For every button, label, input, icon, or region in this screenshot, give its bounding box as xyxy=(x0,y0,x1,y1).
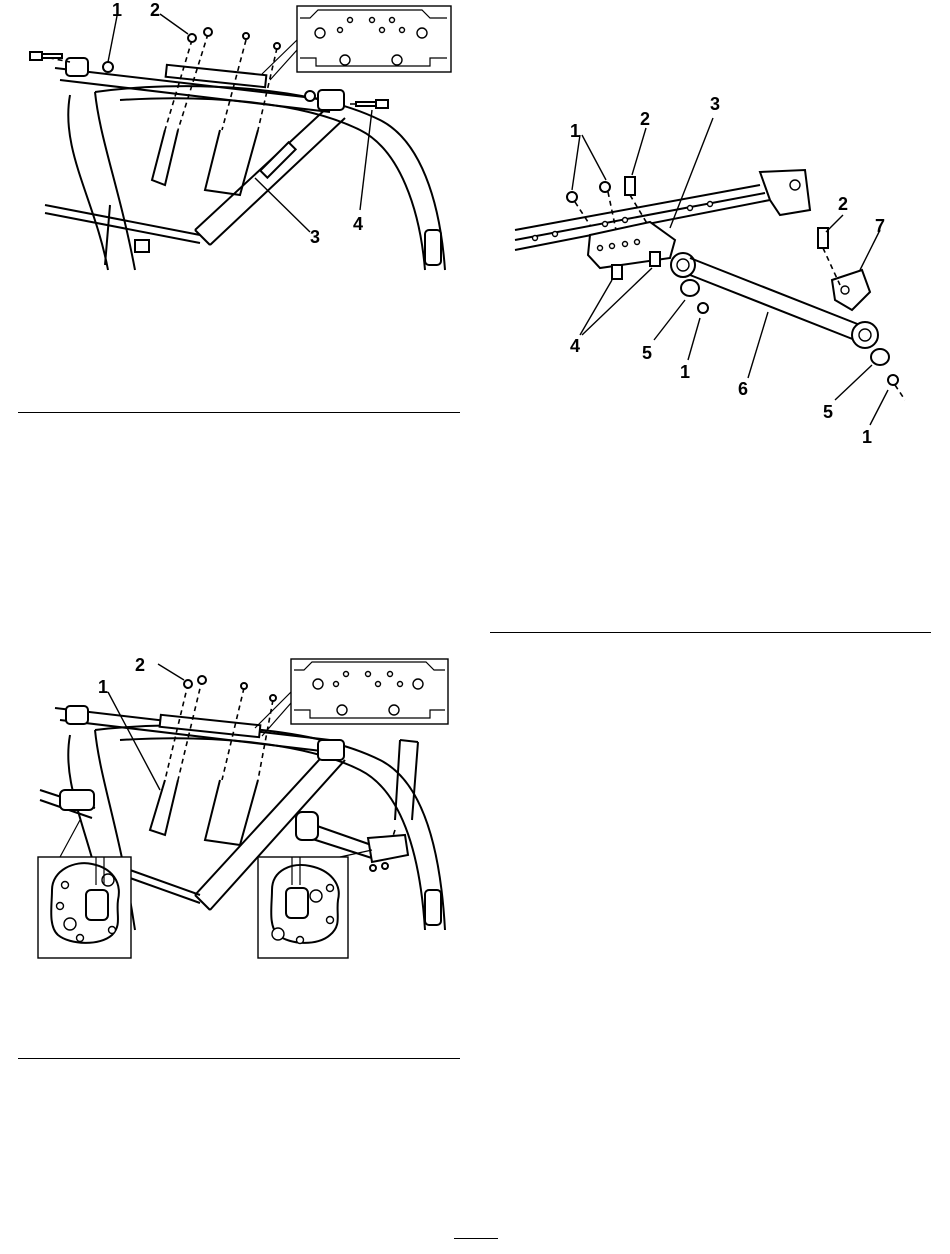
callout: 2 xyxy=(135,655,145,675)
section-divider xyxy=(18,1058,460,1059)
page-number-rule xyxy=(454,1238,498,1239)
callout: 1 xyxy=(98,677,108,697)
